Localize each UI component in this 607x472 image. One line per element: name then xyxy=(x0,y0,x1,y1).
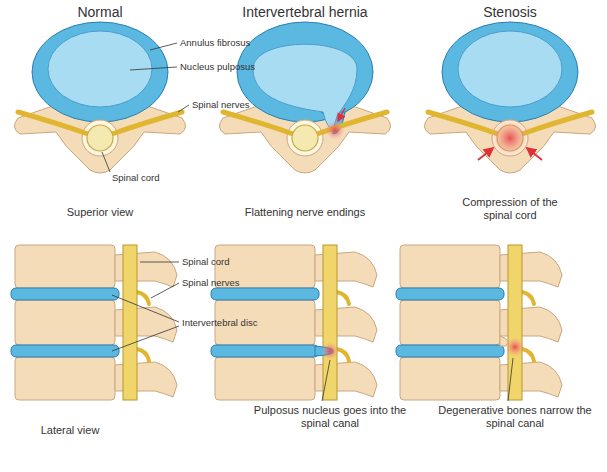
part-label: Spinal cord xyxy=(182,256,282,267)
view-caption: Flattening nerve endings xyxy=(225,206,385,219)
panel-title: Intervertebral hernia xyxy=(215,4,395,21)
part-label: Nucleus pulposus xyxy=(180,61,290,72)
panel-title: Normal xyxy=(50,4,150,21)
view-caption: Compression of the spinal cord xyxy=(458,196,562,222)
view-caption: Pulposus nucleus goes into the spinal ca… xyxy=(238,404,422,430)
view-caption: Superior view xyxy=(40,206,160,219)
view-caption: Degenerative bones narrow the spinal can… xyxy=(428,404,602,430)
part-label: Spinal nerves xyxy=(192,99,292,110)
view-caption: Lateral view xyxy=(20,424,120,437)
part-label: Intervertebral disc xyxy=(182,317,262,328)
part-label: Spinal cord xyxy=(112,172,202,183)
part-label: Spinal nerves xyxy=(182,277,282,288)
part-label: Annulus fibrosus xyxy=(180,37,290,48)
panel-title: Stenosis xyxy=(455,4,565,21)
